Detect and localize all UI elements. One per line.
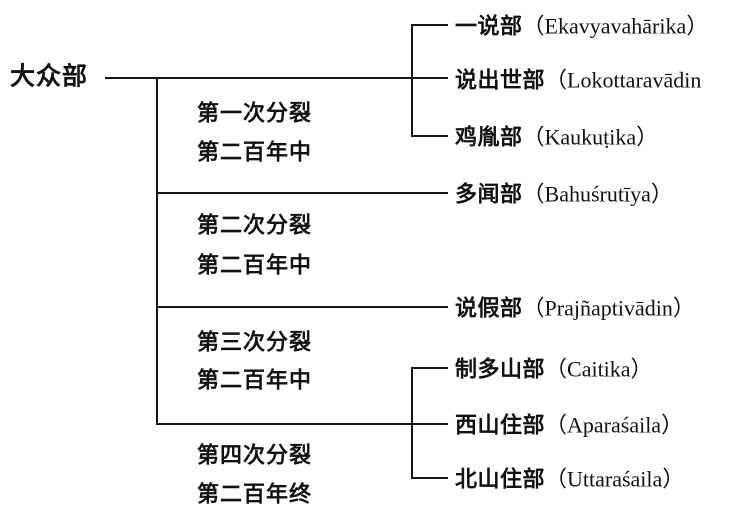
branch-label-ekavyavaharika: 一说部（Ekavyavahārika） xyxy=(455,8,708,40)
branch-latin-lokottaravadin: （Lokottaravādin xyxy=(545,67,702,93)
trunk-vertical-line xyxy=(156,77,158,425)
group1-vertical-line xyxy=(411,24,413,137)
branch-latin-prajnaptivadin: （Prajñaptivādin） xyxy=(522,295,695,321)
branch-line-aparasaila xyxy=(156,423,448,425)
branch-latin-kaukutika: （Kaukuṭika） xyxy=(522,124,659,150)
branch-zh-uttarasaila: 北山住部 xyxy=(455,466,546,492)
split-2-period: 第二百年中 xyxy=(197,252,313,278)
branch-label-prajnaptivadin: 说假部（Prajñaptivādin） xyxy=(455,290,695,322)
branch-line-bahusrutiya xyxy=(156,192,448,194)
branch-line-caitika xyxy=(411,367,448,369)
branch-label-kaukutika: 鸡胤部（Kaukuṭika） xyxy=(455,119,658,151)
branch-line-ekavyavaharika xyxy=(411,24,448,26)
split-4-name: 第四次分裂 xyxy=(197,442,313,468)
branch-latin-caitika: （Caitika） xyxy=(545,356,653,382)
split-3-name: 第三次分裂 xyxy=(197,329,313,355)
branch-label-bahusrutiya: 多闻部（Bahuśrutīya） xyxy=(455,176,673,208)
branch-latin-bahusrutiya: （Bahuśrutīya） xyxy=(522,181,673,207)
branch-zh-lokottaravadin: 说出世部 xyxy=(455,67,546,93)
split-4-period: 第二百年终 xyxy=(197,481,313,507)
branch-zh-kaukutika: 鸡胤部 xyxy=(455,124,523,150)
branch-zh-bahusrutiya: 多闻部 xyxy=(455,181,523,207)
branch-latin-aparasaila: （Aparaśaila） xyxy=(545,412,684,438)
branch-latin-ekavyavaharika: （Ekavyavahārika） xyxy=(522,13,709,39)
branch-latin-uttarasaila: （Uttaraśaila） xyxy=(545,466,685,492)
branch-zh-ekavyavaharika: 一说部 xyxy=(455,13,523,39)
branch-zh-prajnaptivadin: 说假部 xyxy=(455,295,523,321)
split-1-name: 第一次分裂 xyxy=(197,100,313,126)
branch-label-lokottaravadin: 说出世部（Lokottaravādin xyxy=(455,62,701,94)
root-label-mahasamghika: 大众部 xyxy=(10,62,89,91)
branch-line-prajnaptivadin xyxy=(156,306,448,308)
branch-line-kaukutika xyxy=(411,135,448,137)
branch-label-uttarasaila: 北山住部（Uttaraśaila） xyxy=(455,461,684,493)
branch-label-caitika: 制多山部（Caitika） xyxy=(455,351,653,383)
split-3-period: 第二百年中 xyxy=(197,367,313,393)
split-2-name: 第二次分裂 xyxy=(197,212,313,238)
branch-zh-aparasaila: 西山住部 xyxy=(455,412,546,438)
branch-label-aparasaila: 西山住部（Aparaśaila） xyxy=(455,407,683,439)
group4-vertical-line xyxy=(411,367,413,479)
branch-line-uttarasaila xyxy=(411,477,448,479)
branch-zh-caitika: 制多山部 xyxy=(455,356,546,382)
split-1-period: 第二百年中 xyxy=(197,139,313,165)
main-horizontal-line xyxy=(105,77,448,79)
